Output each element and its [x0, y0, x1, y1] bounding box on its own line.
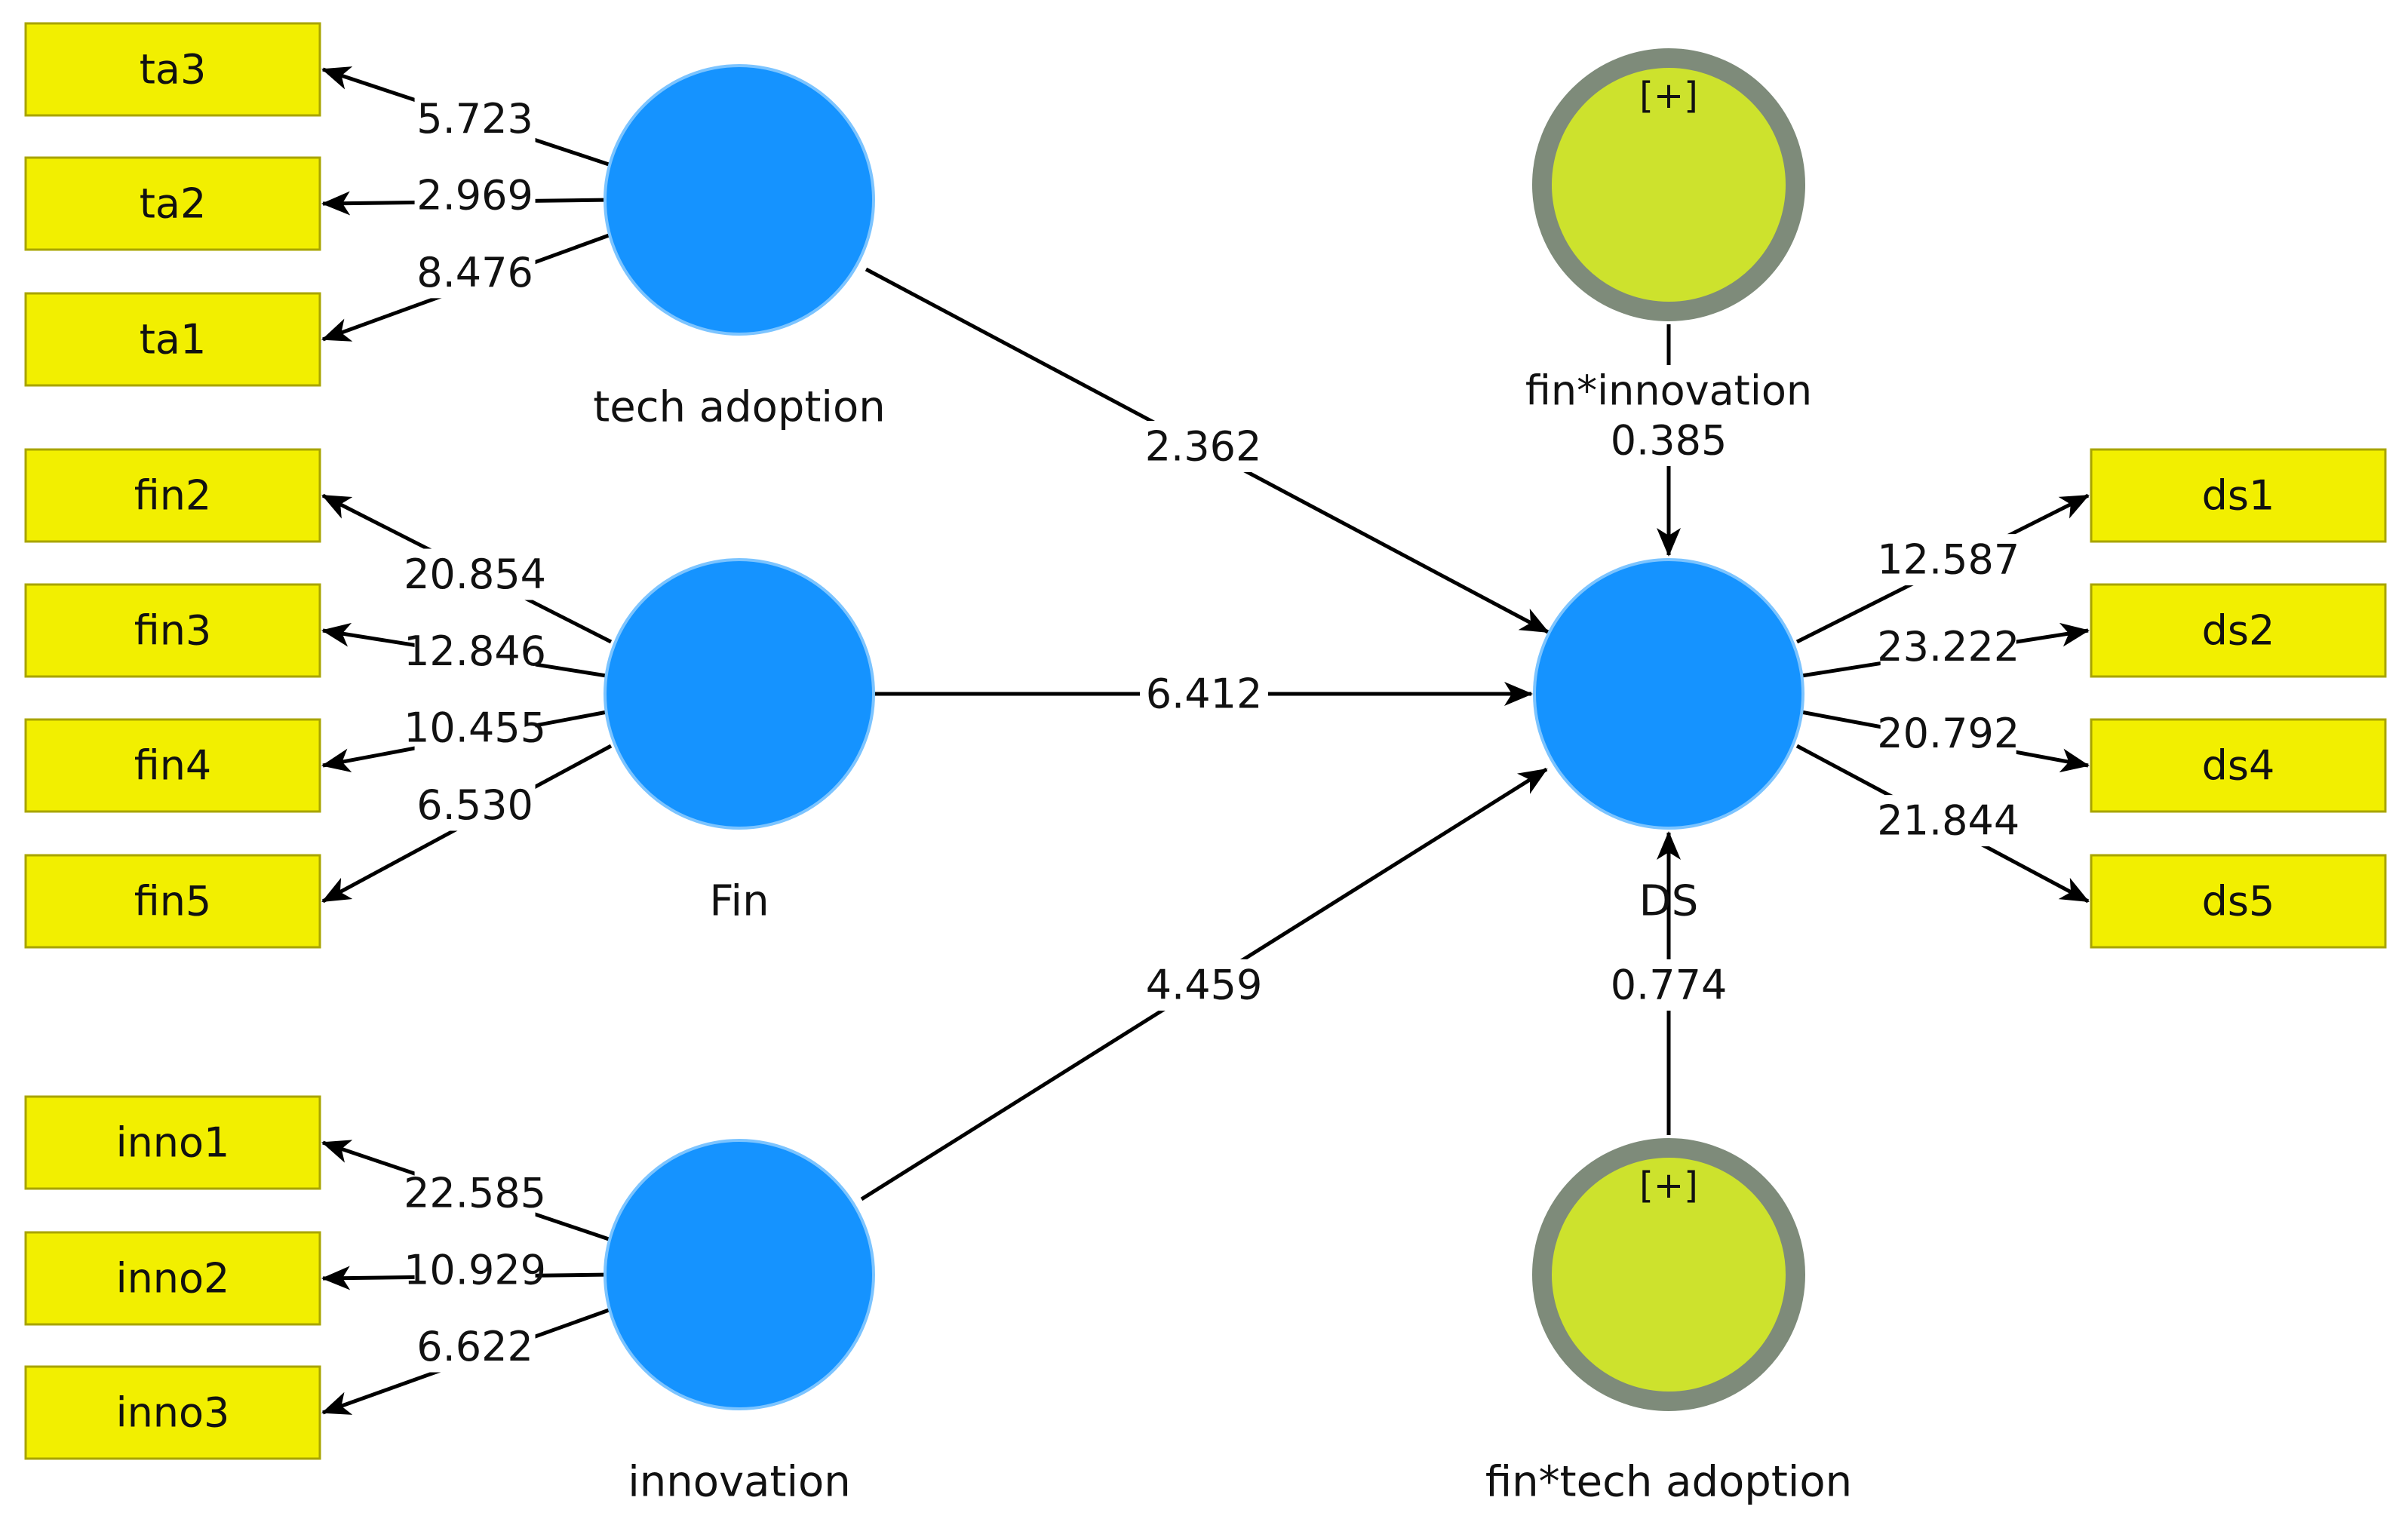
ta-loading-label-bg [414, 170, 536, 222]
inno-indicator-box [24, 1095, 321, 1190]
fin-indicator-box [24, 854, 321, 949]
path-fin-innovation-ds-label-bg [1605, 415, 1733, 466]
fin-indicator-box [24, 718, 321, 813]
fin-loading-label: 12.846 [404, 627, 546, 675]
inno-loading-label-bg [414, 1167, 536, 1219]
ds-loading-label-bg [1880, 707, 2016, 759]
fin-loading-label: 20.854 [404, 551, 546, 598]
ta-loading-label: 8.476 [416, 249, 533, 296]
inno-indicator-label: inno2 [116, 1255, 230, 1303]
fin-loading-label-bg [414, 779, 536, 831]
ds-indicator-label: ds2 [2202, 607, 2275, 655]
path-tech-adoption-ds-label-bg [1139, 421, 1267, 472]
ds-loading-label-bg [1880, 534, 2016, 586]
ta-indicator-label: ta3 [140, 46, 207, 94]
ds-indicator-box [2090, 854, 2387, 949]
ds-indicator-box [2090, 718, 2387, 813]
inno-loading-label-bg [414, 1321, 536, 1373]
moderator-fin-innovation [1532, 48, 1805, 321]
ta-indicator-label: ta1 [140, 316, 207, 364]
ta-indicator-label: ta2 [140, 180, 207, 228]
path-innovation-ds-label-bg [1140, 959, 1268, 1011]
latent-tech-adoption [604, 64, 875, 336]
latent-innovation [604, 1139, 875, 1410]
ds-indicator-label: ds5 [2202, 878, 2275, 925]
ta-indicator-box [24, 22, 321, 117]
latent-label-fin: Fin [709, 877, 769, 926]
ds-indicator-label: ds4 [2202, 742, 2275, 790]
latent-label-ds: DS [1639, 877, 1699, 926]
fin-indicator-label: fin5 [134, 878, 212, 925]
ds-loading-label: 23.222 [1877, 623, 2019, 670]
moderator-expand-badge: [+] [1639, 1164, 1698, 1207]
ta-loading-label: 5.723 [416, 95, 533, 143]
path-fin-tech-adoption-ds-label-bg [1605, 959, 1733, 1011]
path-fin-ds-label-bg [1140, 668, 1268, 720]
ta-indicator-box [24, 292, 321, 387]
latent-fin [604, 558, 875, 830]
ta-loading-label-bg [414, 93, 536, 145]
path-innovation-ds-label: 4.459 [1146, 962, 1263, 1009]
inno-indicator-box [24, 1231, 321, 1326]
ta-loading-label: 2.969 [416, 172, 533, 219]
latent-ds [1533, 558, 1804, 830]
ds-loading-label: 21.844 [1877, 797, 2019, 845]
latent-label-innovation: innovation [628, 1458, 851, 1507]
path-fin-tech-adoption-ds-label: 0.774 [1611, 962, 1728, 1009]
inno-indicator-label: inno1 [116, 1119, 230, 1167]
ds-loading-label: 20.792 [1877, 710, 2019, 757]
fin-loading-label-bg [414, 625, 536, 677]
moderator-fin-tech-adoption [1532, 1138, 1805, 1411]
ta-loading-label-bg [414, 247, 536, 299]
ds-loading-label-bg [1880, 795, 2016, 847]
fin-indicator-label: fin4 [134, 742, 212, 790]
fin-indicator-label: fin2 [134, 472, 212, 520]
inno-indicator-box [24, 1365, 321, 1460]
moderator-label-fin-innovation: fin*innovation [1525, 367, 1812, 415]
inno-loading-label: 10.929 [404, 1247, 546, 1294]
nodes-layer [24, 22, 2387, 1460]
path-tech-adoption-ds-label: 2.362 [1145, 423, 1262, 471]
moderator-label-fin-innovation-bg [1518, 365, 1820, 416]
inno-loading-label-bg [414, 1244, 536, 1296]
fin-loading-label: 6.530 [416, 781, 533, 829]
inno-indicator-label: inno3 [116, 1389, 230, 1437]
edges-layer [321, 66, 2090, 1415]
ds-loading-label: 12.587 [1877, 536, 2019, 584]
fin-loading-label-bg [414, 548, 536, 600]
path-fin-innovation-ds-label: 0.385 [1611, 417, 1728, 465]
moderator-expand-badge: [+] [1639, 75, 1698, 117]
fin-indicator-box [24, 583, 321, 678]
ds-indicator-label: ds1 [2202, 472, 2275, 520]
moderator-label-fin-tech-adoption: fin*tech adoption [1485, 1458, 1852, 1507]
inno-loading-label: 22.585 [404, 1169, 546, 1217]
labels-layer: 5.723 2.969 8.476 20.854 12.846 10.455 6.530 22… [116, 46, 2275, 1507]
ds-loading-label-bg [1880, 621, 2016, 673]
fin-loading-label-bg [414, 702, 536, 754]
fin-indicator-box [24, 448, 321, 543]
latent-label-tech-adoption: tech adoption [593, 383, 885, 432]
ds-indicator-box [2090, 448, 2387, 543]
ds-indicator-box [2090, 583, 2387, 678]
fin-loading-label: 10.455 [404, 704, 546, 752]
fin-indicator-label: fin3 [134, 607, 212, 655]
ta-indicator-box [24, 156, 321, 251]
path-fin-ds-label: 6.412 [1146, 670, 1263, 718]
inno-loading-label: 6.622 [416, 1323, 533, 1370]
